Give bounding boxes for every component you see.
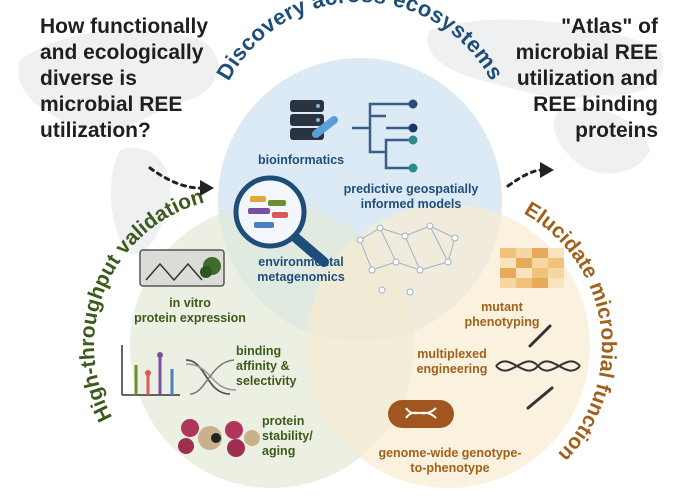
arrow-to-discovery	[148, 166, 214, 196]
atlas-line: microbial REE	[515, 41, 658, 64]
network-map-icon	[356, 222, 459, 296]
label-line: to-phenotype	[410, 461, 490, 475]
label-line: metagenomics	[257, 270, 345, 284]
predictive-models-label: predictive geospatially informed models	[326, 182, 496, 212]
bioinformatics-label: bioinformatics	[258, 153, 345, 167]
protein-icon	[178, 419, 260, 457]
label-line: informed models	[360, 197, 462, 211]
environmental-metagenomics-label: environmental metagenomics	[238, 255, 364, 285]
well-plate-icon	[139, 249, 225, 287]
label-line: multiplexed	[417, 347, 487, 361]
bacterium-icon	[388, 400, 454, 428]
mutant-phenotyping-label: mutant phenotyping	[450, 300, 554, 330]
research-question: How functionally and ecologically divers…	[40, 14, 270, 144]
protein-stability-label: protein stability/ aging	[262, 414, 332, 459]
atlas-line: "Atlas" of	[561, 15, 658, 38]
label-line: environmental	[258, 255, 344, 269]
label-line: affinity &	[236, 359, 290, 373]
binding-affinity-label: binding affinity & selectivity	[236, 344, 316, 389]
question-line: How functionally	[40, 15, 208, 38]
tree-nodes	[408, 99, 418, 173]
question-line: utilization?	[40, 119, 151, 142]
arrow-to-atlas	[506, 162, 554, 188]
heatmap-icon	[500, 248, 564, 288]
label-line: stability/	[262, 429, 313, 443]
world-map-background	[18, 19, 664, 255]
label-line: protein	[262, 414, 305, 428]
phylogenetic-tree-icon	[352, 102, 410, 170]
label-line: selectivity	[236, 374, 297, 388]
chromatogram-icon	[121, 345, 180, 396]
question-line: microbial REE	[40, 93, 183, 116]
dna-helix-icon	[495, 360, 581, 372]
label-line: genome-wide genotype-	[378, 446, 522, 460]
question-line: and ecologically	[40, 41, 204, 64]
pipette-icon	[526, 324, 554, 410]
atlas-goal: "Atlas" of microbial REE utilization and…	[428, 14, 658, 144]
label-line: protein expression	[134, 311, 246, 325]
atlas-line: utilization and	[516, 67, 658, 90]
label-line: in vitro	[169, 296, 211, 310]
label-line: aging	[262, 444, 296, 458]
genome-wide-label: genome-wide genotype- to-phenotype	[356, 446, 544, 476]
label-line: mutant	[481, 300, 523, 314]
in-vitro-label: in vitro protein expression	[130, 296, 250, 326]
label-line: phenotyping	[464, 315, 540, 329]
multiplexed-engineering-label: multiplexed engineering	[400, 347, 504, 377]
atlas-line: REE binding	[533, 93, 658, 116]
label-line: binding	[236, 344, 282, 358]
label-line: predictive geospatially	[343, 182, 479, 196]
question-line: diverse is	[40, 67, 137, 90]
binding-curve-icon	[185, 359, 237, 395]
label-line: engineering	[416, 362, 488, 376]
magnifier-icon	[233, 175, 329, 267]
database-icon	[290, 100, 338, 140]
atlas-line: proteins	[575, 119, 658, 142]
